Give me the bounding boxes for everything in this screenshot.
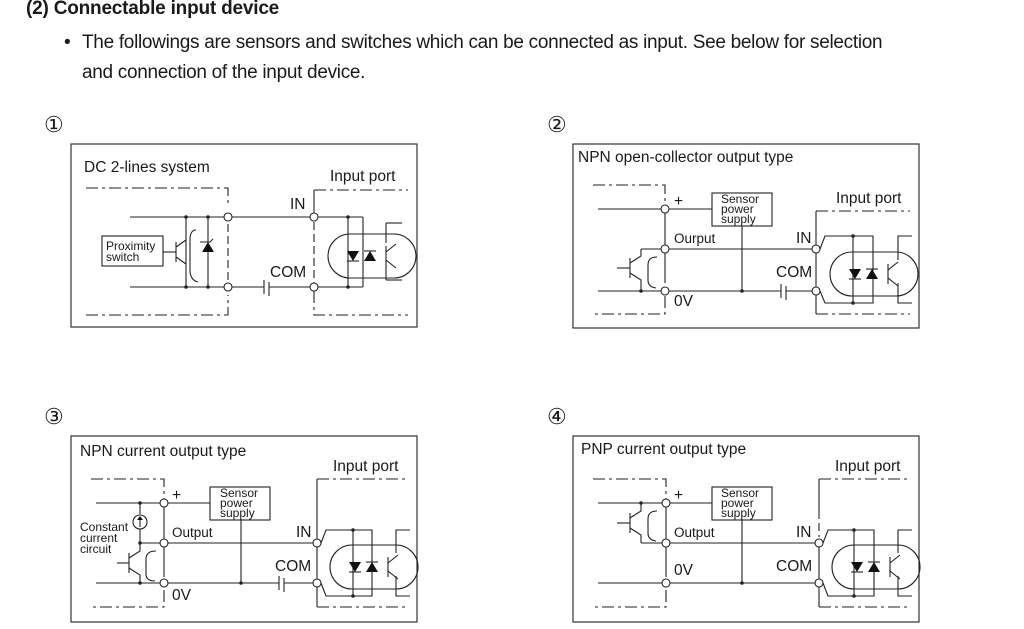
terminal <box>660 286 670 296</box>
supply-label-1: Sensor <box>721 192 759 206</box>
zero-v-label: 0V <box>674 293 694 310</box>
supply-label-1: Sensor <box>721 486 759 500</box>
sensor-boundary-top <box>91 478 165 499</box>
supply-label-2: power <box>220 496 253 510</box>
figure-3-com-label: COM <box>275 558 311 575</box>
zero-v-label: 0V <box>674 562 694 579</box>
figure-2-title: NPN open-collector output type <box>578 149 793 166</box>
figure-1-dc-2-lines: ① DC 2-lines system Proximity switch In <box>44 112 418 328</box>
sensor-power-supply-box <box>711 192 773 227</box>
proximity-label-1: Proximity <box>106 239 155 253</box>
sensor-power-supply-box <box>711 486 773 521</box>
figure-1-title: DC 2-lines system <box>84 159 210 176</box>
figure-2-input-port-label: Input port <box>836 190 902 207</box>
figure-4-input-port-label: Input port <box>835 458 901 475</box>
input-port-boundary-bottom <box>313 291 408 316</box>
output-label: Output <box>674 525 715 540</box>
com-terminal <box>814 578 824 588</box>
figure-1-input-port-label: Input port <box>330 168 396 185</box>
figure-4-pnp-current-output: ④ PNP current output type Sensor power s… <box>547 404 921 623</box>
com-terminal <box>309 282 319 292</box>
figure-3-npn-current-output: ③ NPN current output type Constant curre… <box>44 404 419 623</box>
cc-label-2: current <box>80 531 118 545</box>
proximity-label-2: switch <box>106 250 139 264</box>
in-terminal <box>312 538 322 548</box>
sensor-boundary-bottom <box>593 296 666 315</box>
sensor-power-supply-box <box>209 486 271 521</box>
output-label: Ourput <box>674 231 716 246</box>
figure-1-number: ① <box>44 112 64 137</box>
cc-label-3: circuit <box>80 542 112 556</box>
figure-3-input-port-label: Input port <box>333 458 399 475</box>
sensor-boundary-top <box>86 187 229 207</box>
figure-3-frame <box>70 435 418 623</box>
figure-2-in-label: IN <box>796 230 812 247</box>
figure-1-com-label: COM <box>270 264 306 281</box>
terminal <box>661 578 671 588</box>
plus-label: + <box>674 487 683 504</box>
supply-label-2: power <box>721 202 754 216</box>
in-terminal <box>811 244 821 254</box>
figure-4-title: PNP current output type <box>581 441 746 458</box>
sensor-boundary-bottom <box>593 590 667 608</box>
zero-v-label: 0V <box>172 587 192 604</box>
figure-3-in-label: IN <box>296 524 312 541</box>
supply-label-2: power <box>721 496 754 510</box>
figure-2-npn-open-collector: ② NPN open-collector output type Sensor … <box>547 112 920 329</box>
supply-label-3: supply <box>721 212 756 226</box>
figure-2-com-label: COM <box>776 264 812 281</box>
com-terminal <box>811 286 821 296</box>
in-terminal <box>309 212 319 222</box>
cc-label-1: Constant <box>80 520 129 534</box>
output-label: Output <box>172 525 213 540</box>
supply-label-1: Sensor <box>220 486 258 500</box>
com-terminal <box>312 578 322 588</box>
supply-label-3: supply <box>721 506 756 520</box>
sensor-boundary-bottom <box>91 590 165 608</box>
terminal <box>661 538 671 548</box>
terminal <box>223 212 233 222</box>
figure-4-com-label: COM <box>776 558 812 575</box>
terminal <box>223 282 233 292</box>
sensor-boundary-top <box>593 184 666 205</box>
figure-4-number: ④ <box>547 404 567 429</box>
intro-bullet: • The followings are sensors and switche… <box>64 28 1004 88</box>
terminal <box>159 538 169 548</box>
supply-label-3: supply <box>220 506 255 520</box>
proximity-switch-box <box>101 235 164 267</box>
figure-3-number: ③ <box>44 404 64 429</box>
terminal <box>661 498 671 508</box>
sensor-boundary-bottom <box>86 295 229 316</box>
section-heading: (2) Connectable input device <box>26 0 280 19</box>
figure-3-title: NPN current output type <box>80 443 246 460</box>
terminal <box>660 244 670 254</box>
bullet-marker: • <box>64 32 71 53</box>
sensor-boundary-top <box>593 478 667 499</box>
figure-2-number: ② <box>547 112 567 137</box>
terminal <box>660 204 670 214</box>
in-terminal <box>814 538 824 548</box>
plus-label: + <box>172 487 181 504</box>
plus-label: + <box>674 193 683 210</box>
figure-1-in-label: IN <box>290 196 306 213</box>
terminal <box>159 578 169 588</box>
intro-line-1: The followings are sensors and switches … <box>82 32 883 53</box>
figure-4-in-label: IN <box>796 524 812 541</box>
terminal <box>159 498 169 508</box>
intro-line-2: and connection of the input device. <box>82 62 366 83</box>
